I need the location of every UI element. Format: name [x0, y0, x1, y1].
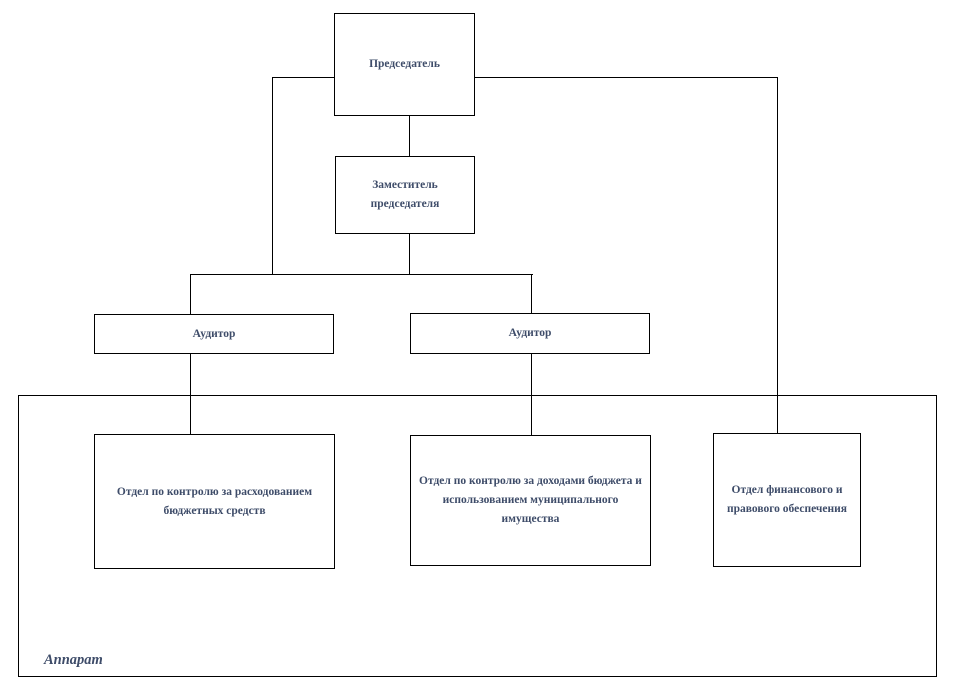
node-auditor-right: Аудитор: [410, 313, 650, 354]
node-dept-budget-spending: Отдел по контролю за расходованием бюдже…: [94, 434, 335, 569]
node-deputy-chairman: Заместитель председателя: [335, 156, 475, 234]
node-chairman-label: Председатель: [369, 58, 440, 71]
node-auditor-right-label: Аудитор: [508, 327, 552, 340]
apparatus-group-frame: Аппарат: [18, 395, 937, 677]
node-chairman: Председатель: [334, 13, 475, 116]
node-deputy-chairman-label: Заместитель председателя: [370, 179, 440, 210]
node-dept-budget-spending-label: Отдел по контролю за расходованием бюдже…: [116, 485, 313, 517]
node-dept-finance-legal: Отдел финансового и правового обеспечени…: [713, 433, 861, 567]
node-dept-budget-income: Отдел по контролю за доходами бюджета и …: [410, 435, 651, 566]
node-auditor-left: Аудитор: [94, 314, 334, 354]
connector-auditor-right-to-dept: [531, 354, 533, 436]
node-dept-budget-income-label: Отдел по контролю за доходами бюджета и …: [419, 475, 642, 525]
connector-chairman-to-deputy: [409, 116, 411, 157]
connector-chairman-right-horizontal: [474, 77, 778, 79]
connector-auditor-left-to-dept: [190, 354, 192, 435]
connector-chairman-left-drop: [272, 77, 274, 275]
connector-rail-to-auditor-right: [531, 274, 533, 314]
connector-deputy-to-rail: [409, 234, 411, 275]
connector-chairman-to-dept-finance-legal: [777, 77, 779, 433]
node-auditor-left-label: Аудитор: [192, 327, 236, 340]
apparatus-group-label: Аппарат: [44, 652, 103, 668]
connector-chairman-left-horizontal: [272, 77, 335, 79]
node-dept-finance-legal-label: Отдел финансового и правового обеспечени…: [726, 484, 847, 515]
connector-rail-to-auditor-left: [190, 274, 192, 314]
connector-auditors-rail: [190, 274, 533, 276]
